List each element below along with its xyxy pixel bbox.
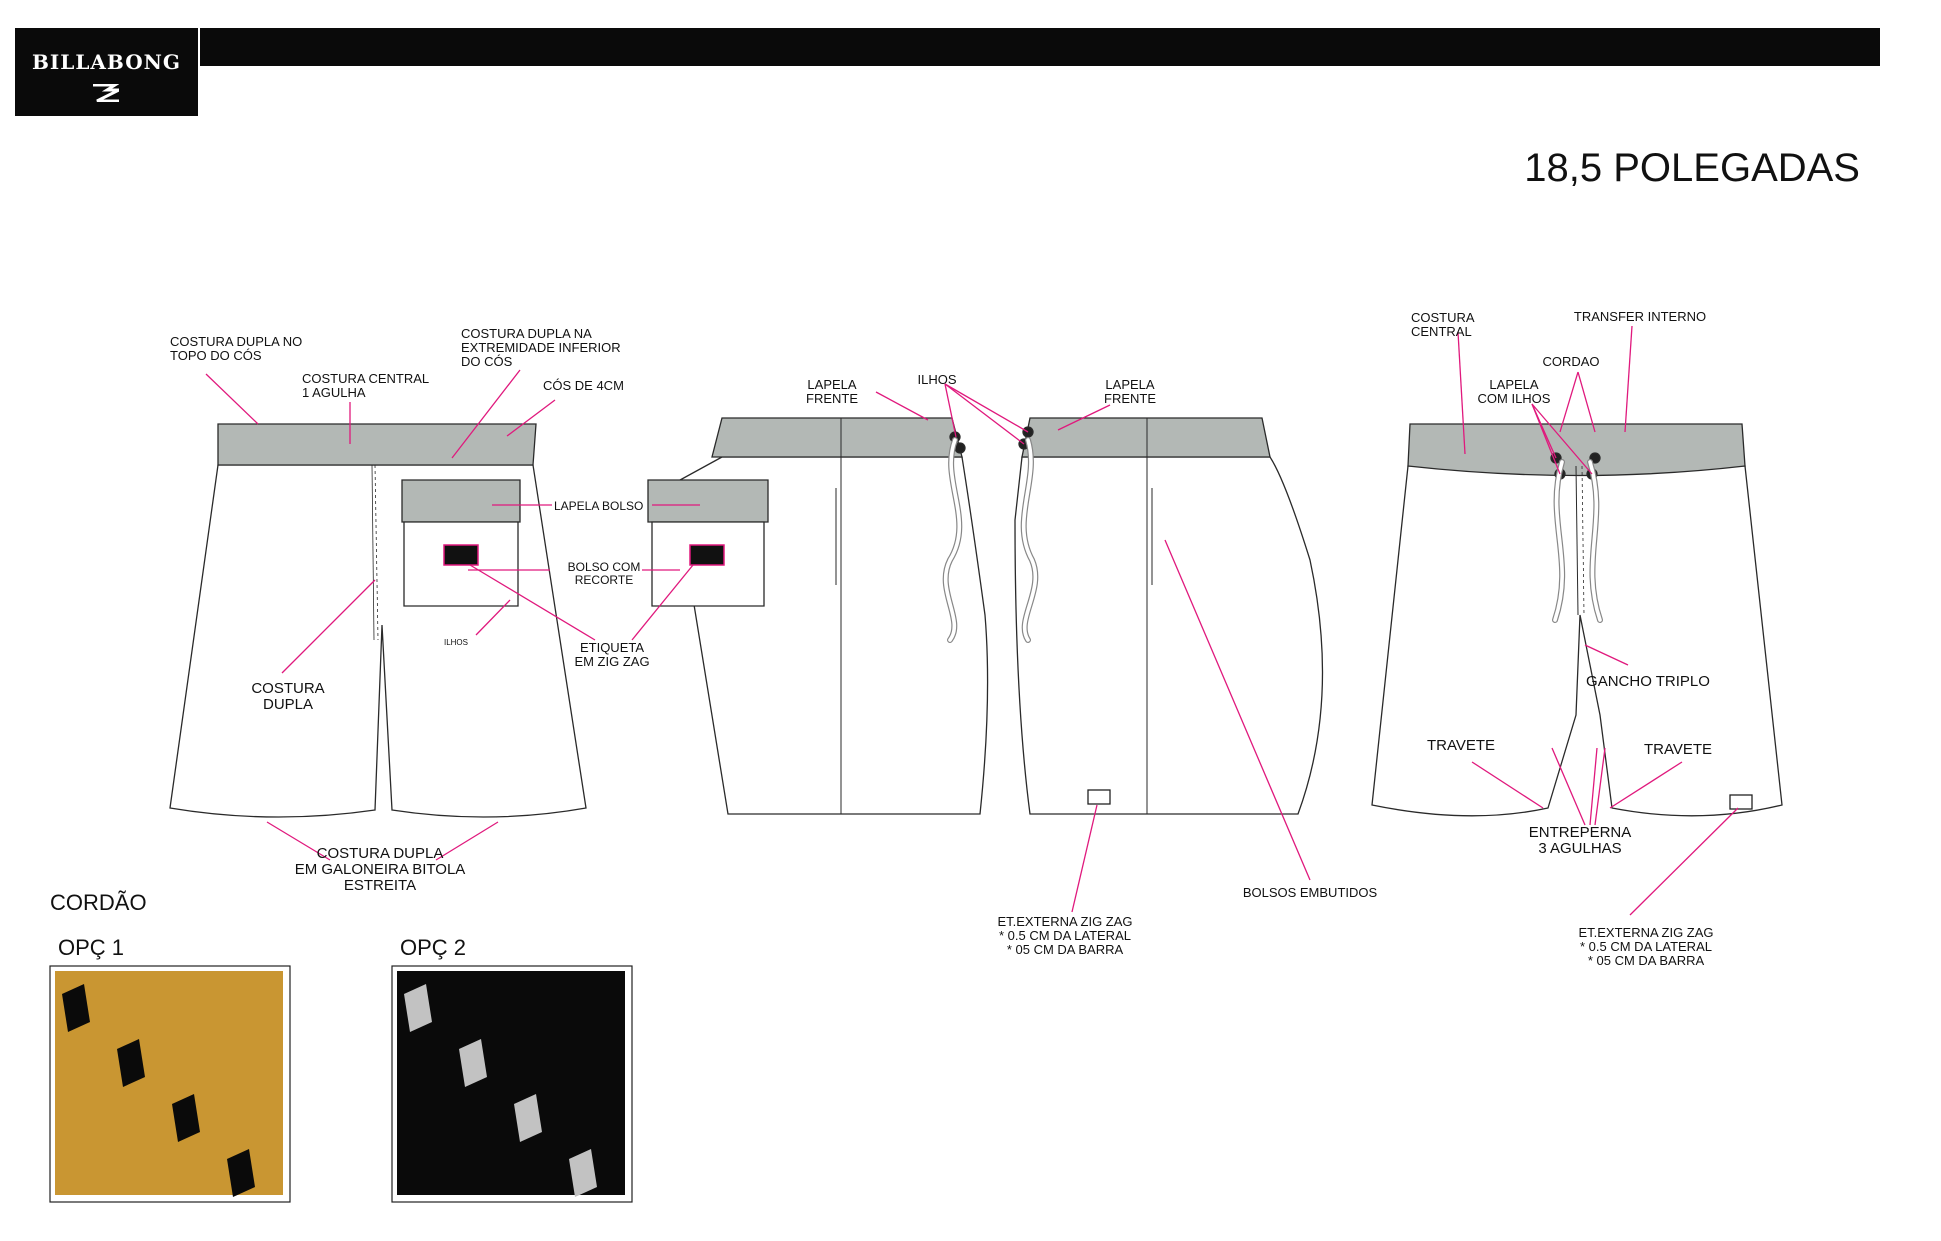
callout-transfer-interno: TRANSFER INTERNO [1574, 309, 1706, 324]
swatch-pattern-mark [459, 1039, 487, 1087]
back-pocket-flap [401, 479, 521, 523]
swatch-pattern-mark [172, 1094, 200, 1142]
side-right-ext-label [1087, 789, 1111, 805]
back-shorts-outline [169, 464, 587, 818]
front-view [1371, 423, 1783, 817]
brand-mark-icon [93, 84, 119, 102]
front-ext-label [1729, 794, 1753, 810]
swatch-pattern-mark [404, 984, 432, 1032]
header-bar [200, 28, 1880, 66]
cordao-swatches [49, 965, 633, 1203]
option-1-label: OPÇ 1 [58, 935, 125, 960]
callout-travete-left: TRAVETE [1427, 737, 1495, 754]
callout-cordao: CORDAO [1542, 354, 1599, 369]
option-2-label: OPÇ 2 [400, 935, 467, 960]
side-left-pocket-flap [647, 479, 769, 523]
callout-lines [205, 325, 1739, 916]
swatch-pattern-mark [117, 1039, 145, 1087]
front-shorts-outline [1371, 465, 1783, 817]
back-center-seam [374, 464, 379, 641]
brand-logo: BILLABONG [15, 28, 198, 116]
page-title: 18,5 POLEGADAS [1524, 146, 1860, 190]
callout-ilhos: ILHOS [444, 638, 468, 647]
back-view [169, 423, 587, 818]
side-left-waistband [711, 417, 963, 458]
brand-wordmark: BILLABONG [32, 50, 181, 74]
callout-et-externa: ET.EXTERNA ZIG ZAG* 0.5 CM DA LATERAL* 0… [997, 914, 1132, 957]
callout-travete-right: TRAVETE [1644, 741, 1712, 758]
callout-et-externa: ET.EXTERNA ZIG ZAG* 0.5 CM DA LATERAL* 0… [1578, 925, 1713, 968]
swatch-pattern-mark [514, 1094, 542, 1142]
side-right-outline [1014, 456, 1324, 815]
callout-gancho-triplo: GANCHO TRIPLO [1586, 673, 1710, 690]
swatch-pattern-mark [227, 1149, 255, 1197]
side-right-waistband [1021, 417, 1271, 458]
back-waistband [217, 423, 537, 466]
callout-lapela-bolso: LAPELA BOLSO [554, 499, 643, 513]
side-view-left [647, 417, 989, 815]
cordao-heading: CORDÃO [50, 890, 147, 915]
back-pocket-label [443, 544, 479, 566]
swatch-pattern-mark [569, 1149, 597, 1197]
callout-cos-4cm: CÓS DE 4CM [543, 378, 624, 393]
side-view-right [1014, 417, 1324, 815]
callout-ilhos: ILHOS [917, 372, 956, 387]
swatch-pattern-mark [62, 984, 90, 1032]
callout-bolsos-embutidos: BOLSOS EMBUTIDOS [1243, 885, 1378, 900]
